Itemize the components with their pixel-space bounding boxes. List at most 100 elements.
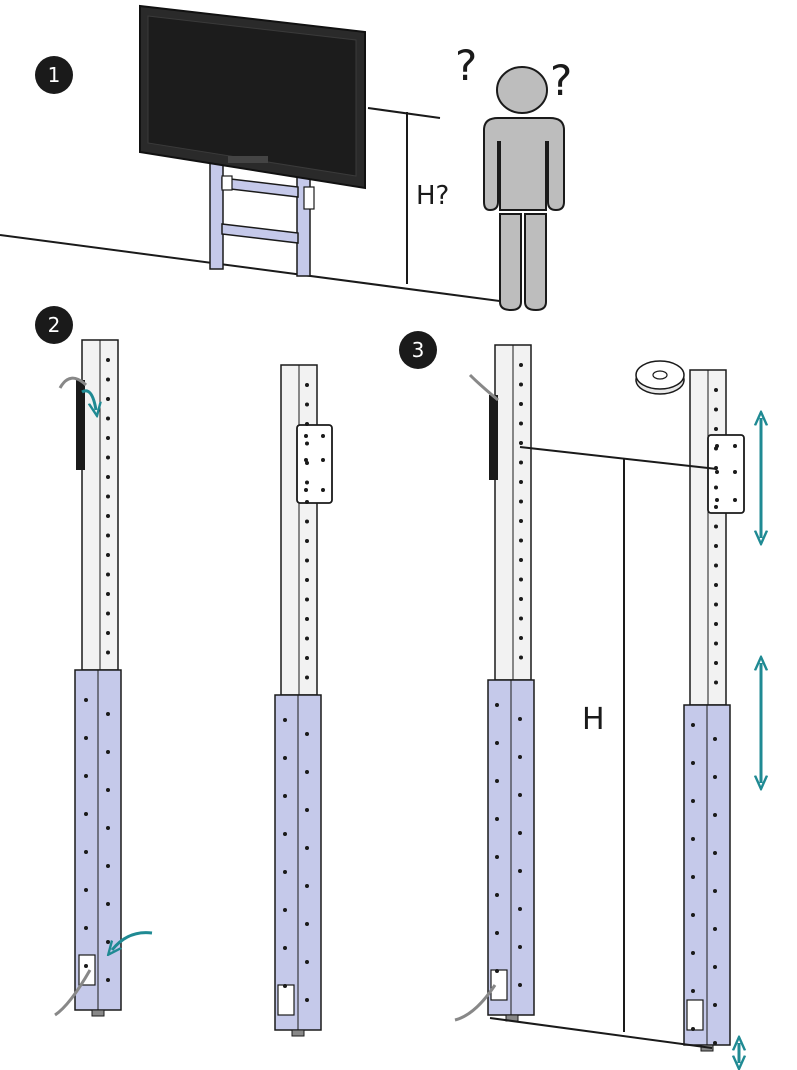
bracket-screw: [321, 434, 325, 438]
pole-hole: [106, 358, 110, 362]
sleeve-hole: [305, 732, 309, 736]
pole-hole: [519, 519, 523, 523]
pole-hole: [519, 363, 523, 367]
pole-hole: [106, 533, 110, 538]
sleeve-hole: [283, 984, 287, 988]
pole-hole: [305, 441, 309, 446]
pole-hole: [106, 436, 110, 440]
sleeve-hole: [84, 926, 88, 930]
pole-hole: [714, 583, 718, 587]
pole-hole: [305, 558, 309, 563]
sleeve-hole: [305, 770, 309, 774]
pole-hole: [305, 422, 309, 426]
sleeve-hole: [495, 931, 499, 935]
sleeve-hole: [305, 846, 309, 850]
sleeve-hole: [713, 1041, 717, 1045]
pole-hole: [106, 377, 110, 382]
sleeve-hole: [713, 927, 717, 931]
sleeve-hole: [691, 837, 695, 841]
sleeve-hole: [691, 1027, 695, 1031]
pole-hole: [106, 475, 110, 479]
pole-hole: [714, 661, 718, 665]
bracket-screw: [304, 434, 308, 438]
pole-hole: [519, 558, 523, 562]
sleeve-hole: [106, 940, 110, 944]
right-pole-step3: [683, 369, 731, 1052]
sleeve-hole: [518, 869, 522, 873]
pole-hole: [106, 514, 110, 518]
sleeve-hole: [84, 736, 88, 740]
bracket-screw: [304, 488, 308, 492]
sleeve-hole: [713, 1003, 717, 1007]
sleeve-hole: [518, 717, 522, 721]
sleeve-hole: [283, 870, 287, 874]
pole-hole: [714, 505, 718, 509]
step-3-panel: 3: [399, 331, 761, 1063]
bracket-screw: [733, 470, 737, 474]
sleeve-hole: [305, 960, 309, 964]
pole-hole: [519, 402, 523, 406]
pole-hole: [106, 494, 110, 499]
cable-routing-arrow-bottom: [112, 931, 153, 950]
sleeve-hole: [518, 831, 522, 835]
pole-hole: [519, 460, 523, 465]
step-1-badge: [35, 56, 73, 94]
sleeve-hole: [518, 945, 522, 949]
sleeve-hole: [305, 998, 309, 1002]
pole-hole: [714, 427, 718, 431]
sleeve-hole: [106, 788, 110, 792]
sleeve-hole: [283, 946, 287, 950]
sleeve-hole: [106, 750, 110, 754]
step-1-panel: 1 H? ? ?: [0, 4, 572, 312]
sleeve-hole: [283, 756, 287, 760]
sleeve-hole: [283, 718, 287, 722]
pole-hole: [714, 388, 718, 392]
pole-hole: [305, 675, 309, 680]
pole-hole: [714, 524, 718, 529]
mounting-bracket-step2: [296, 424, 333, 504]
pole-hole: [519, 538, 523, 543]
sleeve-hole: [495, 893, 499, 897]
step-2-panel: 2: [35, 306, 333, 1037]
step-1-number: 1: [48, 63, 61, 87]
pole-hole: [106, 572, 110, 577]
sleeve-hole: [713, 851, 717, 855]
sleeve-hole: [691, 875, 695, 879]
pole-hole: [106, 611, 110, 616]
floor-line: [0, 234, 516, 304]
sleeve-hole: [305, 922, 309, 926]
sleeve-hole: [691, 799, 695, 803]
sleeve-hole: [106, 712, 110, 716]
pole-hole: [106, 455, 110, 460]
pole-hole: [305, 656, 309, 660]
sleeve-hole: [106, 978, 110, 982]
sleeve-hole: [305, 808, 309, 812]
pole-hole: [305, 539, 309, 543]
sleeve-hole: [84, 888, 88, 892]
pole-hole: [714, 680, 718, 685]
pole-hole: [305, 617, 309, 621]
pole-hole: [519, 382, 523, 387]
right-pole-step2: [274, 364, 322, 1037]
sleeve-hole: [691, 951, 695, 955]
sleeve-hole: [691, 761, 695, 765]
step-2-number: 2: [48, 313, 61, 337]
sleeve-hole: [518, 983, 522, 987]
cable-routing-arrow-top: [81, 389, 96, 410]
sleeve-hole: [495, 703, 499, 707]
bracket-screw: [733, 444, 737, 448]
pole-hole: [519, 499, 523, 504]
height-label: H: [582, 702, 605, 737]
sleeve-hole: [495, 779, 499, 783]
pole-hole: [519, 655, 523, 660]
top-reference-line: [519, 446, 718, 470]
pole-hole: [305, 383, 309, 387]
sleeve-hole: [495, 817, 499, 821]
pole-hole: [714, 544, 718, 548]
pole-hole: [519, 636, 523, 640]
pole-hole: [519, 441, 523, 445]
sleeve-hole: [713, 889, 717, 893]
pole-hole: [714, 641, 718, 646]
pole-hole: [519, 480, 523, 484]
